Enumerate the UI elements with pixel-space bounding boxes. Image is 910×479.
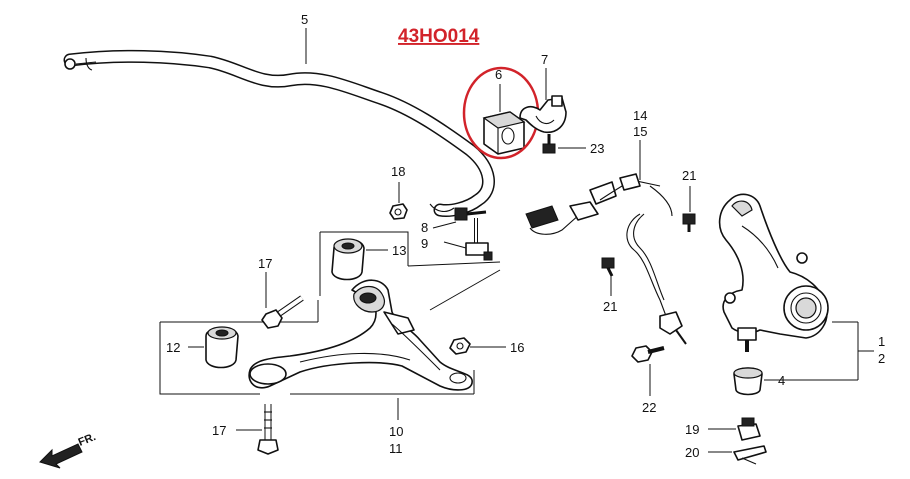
- label-14: 14: [633, 108, 647, 123]
- rear-bushing[interactable]: [205, 326, 239, 369]
- stabilizer-link[interactable]: [454, 207, 493, 261]
- bolt-22[interactable]: [631, 345, 665, 363]
- label-1: 1: [878, 334, 885, 349]
- label-5: 5: [301, 12, 308, 27]
- label-7: 7: [541, 52, 548, 67]
- nut-16[interactable]: [449, 337, 471, 355]
- label-2: 2: [878, 351, 885, 366]
- cotter-pin-20[interactable]: [733, 445, 767, 465]
- bolt-23[interactable]: [542, 134, 556, 154]
- part-code: 43HO014: [398, 26, 480, 47]
- label-21-lower: 21: [603, 299, 617, 314]
- lower-control-arm[interactable]: [248, 279, 473, 391]
- nut-18[interactable]: [389, 203, 408, 220]
- label-23: 23: [590, 141, 604, 156]
- label-19: 19: [685, 422, 699, 437]
- label-10: 10: [389, 424, 403, 439]
- bolt-17-lower[interactable]: [257, 404, 279, 455]
- label-18: 18: [391, 164, 405, 179]
- steering-knuckle[interactable]: [718, 193, 829, 352]
- label-4: 4: [778, 373, 785, 388]
- label-11: 11: [389, 441, 403, 456]
- label-17-upper: 17: [258, 256, 272, 271]
- label-9: 9: [421, 236, 428, 251]
- direction-label: FR.: [77, 431, 98, 449]
- label-13: 13: [392, 243, 406, 258]
- bushing-bracket[interactable]: [519, 95, 567, 134]
- label-12: 12: [166, 340, 180, 355]
- bolt-21-upper[interactable]: [682, 213, 696, 232]
- castle-nut-19[interactable]: [737, 417, 761, 441]
- label-16: 16: [510, 340, 524, 355]
- arm-bushing[interactable]: [331, 238, 365, 281]
- abs-sensor-harness[interactable]: [525, 173, 687, 345]
- label-21-upper: 21: [682, 168, 696, 183]
- label-6: 6: [495, 67, 502, 82]
- label-20: 20: [685, 445, 699, 460]
- label-8: 8: [421, 220, 428, 235]
- knuckle-boot[interactable]: [733, 367, 763, 396]
- front-direction-arrow-icon: [39, 443, 83, 469]
- stabilizer-bushing[interactable]: [482, 111, 526, 155]
- label-17-lower: 17: [212, 423, 226, 438]
- label-15: 15: [633, 124, 647, 139]
- stabilizer-bar[interactable]: [63, 49, 495, 217]
- bolt-17-upper[interactable]: [261, 295, 304, 329]
- label-22: 22: [642, 400, 656, 415]
- bolt-21-lower[interactable]: [601, 257, 615, 277]
